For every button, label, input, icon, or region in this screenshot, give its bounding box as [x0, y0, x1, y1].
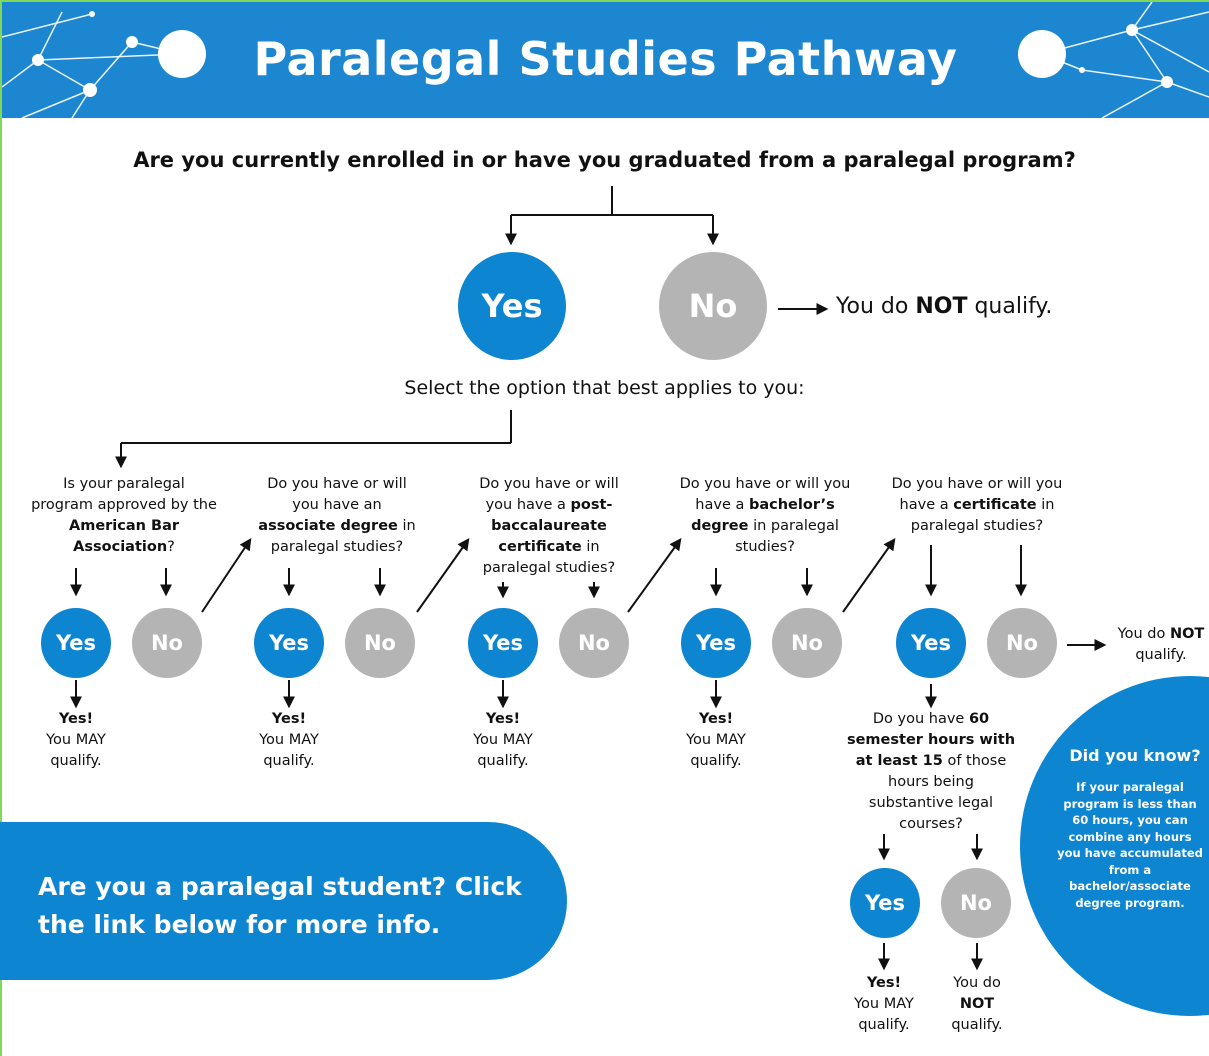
- branch-2-result-text: You MAY qualify.: [259, 732, 319, 769]
- branch-4-result: Yes! You MAY qualify.: [666, 709, 766, 772]
- branch-2-no-node: No: [345, 608, 415, 678]
- branch-2-question: Do you have or will you have an associat…: [258, 476, 416, 555]
- branch-1-result: Yes! You MAY qualify.: [26, 709, 126, 772]
- branch-2-yes-node: Yes: [254, 608, 324, 678]
- branch-4-result-text: You MAY qualify.: [686, 732, 746, 769]
- branch-1-result-bold: Yes!: [58, 711, 94, 727]
- frame-border-top: [0, 0, 1209, 2]
- branch-4-yes-node: Yes: [681, 608, 751, 678]
- branch-1-question: Is your paralegal program approved by th…: [31, 476, 217, 555]
- main-no-result-pre: You do: [836, 294, 916, 319]
- sub-question: Do you have 60 semester hours with at le…: [846, 711, 1016, 832]
- network-decoration-icon: [2, 2, 1209, 118]
- page-title: Paralegal Studies Pathway: [253, 32, 958, 86]
- branch-4-no-node: No: [772, 608, 842, 678]
- main-no-result-post: qualify.: [967, 294, 1053, 319]
- sub-yes-node: Yes: [850, 868, 920, 938]
- branch-1-result-text: You MAY qualify.: [46, 732, 106, 769]
- student-cta-text[interactable]: Are you a paralegal student? Click the l…: [38, 872, 522, 939]
- branch-5-yes-node: Yes: [896, 608, 966, 678]
- branch-3-result: Yes! You MAY qualify.: [453, 709, 553, 772]
- branch-2-result-bold: Yes!: [271, 711, 307, 727]
- main-yes-node: Yes: [458, 252, 566, 360]
- branch-1-no-node: No: [132, 608, 202, 678]
- branch-3-no-node: No: [559, 608, 629, 678]
- branch-3-yes-node: Yes: [468, 608, 538, 678]
- branch-3-result-bold: Yes!: [485, 711, 521, 727]
- branch-2-result: Yes! You MAY qualify.: [239, 709, 339, 772]
- main-no-node: No: [659, 252, 767, 360]
- main-no-result: You do NOT qualify.: [836, 294, 1052, 319]
- did-you-know-body: If your paralegal program is less than 6…: [1057, 780, 1203, 910]
- sub-yes-result-text: You MAY qualify.: [854, 996, 914, 1033]
- branch-1-yes-node: Yes: [41, 608, 111, 678]
- main-no-result-bold: NOT: [915, 294, 968, 319]
- sub-yes-result-bold: Yes!: [866, 975, 902, 991]
- frame-border-left: [0, 0, 2, 1056]
- branch-3-result-text: You MAY qualify.: [473, 732, 533, 769]
- student-cta-panel[interactable]: [0, 822, 567, 980]
- select-prompt: Select the option that best applies to y…: [404, 377, 805, 399]
- main-question: Are you currently enrolled in or have yo…: [133, 148, 1076, 172]
- branch-3-question: Do you have or will you have a post-bacc…: [479, 476, 619, 576]
- branch-5-no-result: You do NOT qualify.: [1117, 626, 1205, 663]
- branch-4-result-bold: Yes!: [698, 711, 734, 727]
- header-banner: Paralegal Studies Pathway: [2, 2, 1209, 118]
- branch-4-question: Do you have or will you have a bachelor’…: [679, 476, 851, 555]
- sub-no-result: You do NOT qualify.: [951, 975, 1003, 1033]
- branch-5-question: Do you have or will you have a certifica…: [891, 476, 1063, 534]
- branch-5-no-node: No: [987, 608, 1057, 678]
- sub-no-node: No: [941, 868, 1011, 938]
- did-you-know-title: Did you know?: [1069, 746, 1201, 765]
- sub-yes-result: Yes! You MAY qualify.: [834, 973, 934, 1036]
